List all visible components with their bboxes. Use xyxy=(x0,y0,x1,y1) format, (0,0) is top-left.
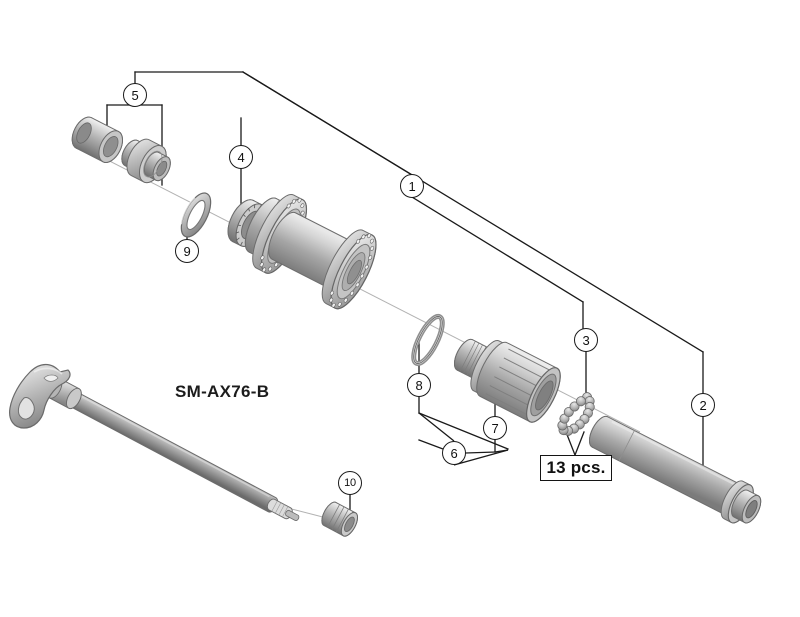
callout-6-bracket xyxy=(418,412,509,466)
callout-9[interactable]: 9 xyxy=(175,239,199,263)
part-freehub-body xyxy=(453,338,561,423)
part-skewer-end-nut xyxy=(321,501,359,537)
part-oring-seal xyxy=(411,313,445,367)
callout-5[interactable]: 5 xyxy=(123,83,147,107)
part-quick-release-skewer xyxy=(9,363,300,522)
quick-release-lever xyxy=(9,363,71,429)
quantity-note-box: 13 pcs. xyxy=(540,455,612,481)
part-ball-bearing-ring xyxy=(557,392,595,436)
part-hollow-axle xyxy=(588,415,762,524)
part-washer-ring xyxy=(180,192,212,238)
callout-4[interactable]: 4 xyxy=(229,145,253,169)
callout-10[interactable]: 10 xyxy=(338,471,362,495)
part-cone-locknut xyxy=(121,138,171,184)
callout-8[interactable]: 8 xyxy=(407,373,431,397)
callout-2[interactable]: 2 xyxy=(691,393,715,417)
callout-3[interactable]: 3 xyxy=(574,328,598,352)
callout-7[interactable]: 7 xyxy=(483,416,507,440)
callout-6[interactable]: 6 xyxy=(442,441,466,465)
callout-1[interactable]: 1 xyxy=(400,174,424,198)
part-hub-shell xyxy=(244,194,377,310)
model-number-label: SM-AX76-B xyxy=(175,382,270,401)
part-left-spacer-bushing xyxy=(71,116,124,163)
